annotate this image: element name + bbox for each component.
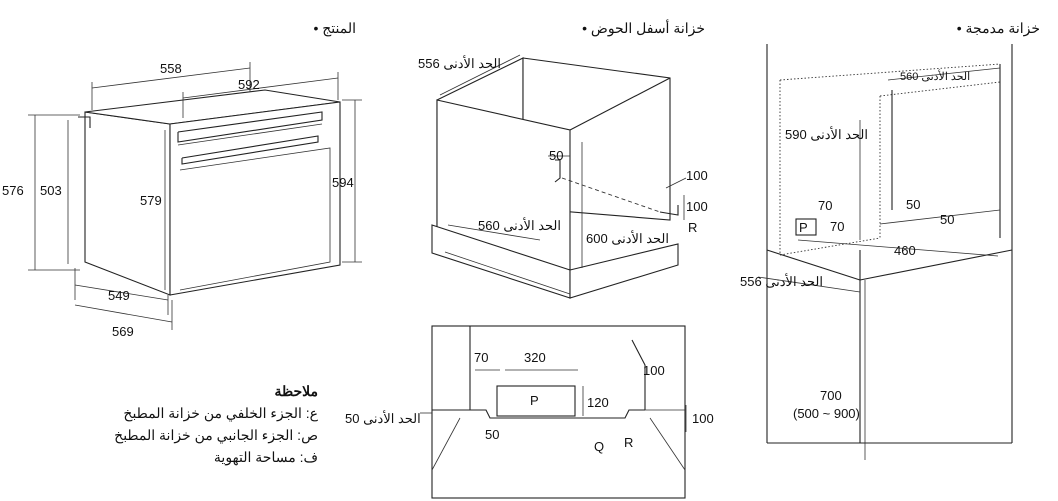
header-built-in: • خزانة مدمجة	[957, 20, 1040, 37]
dim-558: 558	[160, 61, 182, 76]
under-sink-drawing	[431, 54, 687, 299]
built-in-min-590: الحد الأدنى 590	[785, 126, 868, 142]
top-view-vent-p	[496, 385, 576, 417]
header-under-sink: • خزانة أسفل الحوض	[582, 18, 705, 37]
built-in-dim-70b: 70	[830, 219, 844, 234]
note-block: ملاحظة ع: الجزء الخلفي من خزانة المطبخ ص…	[114, 380, 318, 468]
note-line-vent: ف: مساحة التهوية	[213, 449, 318, 465]
top-dim-100b: 100	[692, 411, 714, 426]
top-dim-320: 320	[524, 350, 546, 365]
sink-dim-50: 50	[549, 148, 563, 163]
door-handle	[181, 135, 319, 165]
product-drawing	[28, 62, 362, 330]
dim-594: 594	[332, 175, 354, 190]
note-line-back: ع: الجزء الخلفي من خزانة المطبخ	[123, 405, 318, 421]
sink-min-560: الحد الأدنى 560	[478, 217, 561, 233]
top-dim-100a: 100	[643, 363, 665, 378]
built-in-label-p: P	[799, 220, 808, 235]
top-view-drawing	[420, 325, 687, 499]
dim-569: 569	[112, 324, 134, 339]
built-in-min-560: الحد الأدنى 560	[900, 69, 970, 83]
dim-576: 576	[2, 183, 24, 198]
dim-503: 503	[40, 183, 62, 198]
sink-min-600: الحد الأدنى 600	[586, 230, 669, 246]
header-product: • المنتج	[313, 20, 356, 37]
top-label-q: Q	[594, 439, 604, 454]
top-dim-70: 70	[474, 350, 488, 365]
sink-dim-100a: 100	[686, 168, 708, 183]
top-dim-50: 50	[485, 427, 499, 442]
note-title: ملاحظة	[274, 383, 319, 399]
oven-front	[169, 101, 341, 296]
sink-label-r: R	[688, 220, 697, 235]
dim-549: 549	[108, 288, 130, 303]
dim-579: 579	[140, 193, 162, 208]
built-in-vent-p	[795, 218, 817, 236]
top-min-50: الحد الأدنى 50	[345, 410, 421, 426]
built-in-dim-460: 460	[894, 243, 916, 258]
top-label-r: R	[624, 435, 633, 450]
built-in-drawing	[757, 44, 1013, 460]
note-line-side: ص: الجزء الجانبي من خزانة المطبخ	[114, 427, 318, 443]
built-in-dim-70a: 70	[818, 198, 832, 213]
built-in-range: (500 ~ 900)	[793, 406, 860, 421]
dim-592: 592	[238, 77, 260, 92]
control-panel	[177, 111, 323, 143]
top-dim-120: 120	[587, 395, 609, 410]
built-in-dim-50b: 50	[940, 212, 954, 227]
sink-dim-100b: 100	[686, 199, 708, 214]
top-label-p: P	[530, 393, 539, 408]
built-in-min-556: الحد الأدنى 556	[740, 273, 823, 289]
sink-min-556: الحد الأدنى 556	[418, 55, 501, 71]
built-in-dim-50a: 50	[906, 197, 920, 212]
built-in-dim-700: 700	[820, 388, 842, 403]
